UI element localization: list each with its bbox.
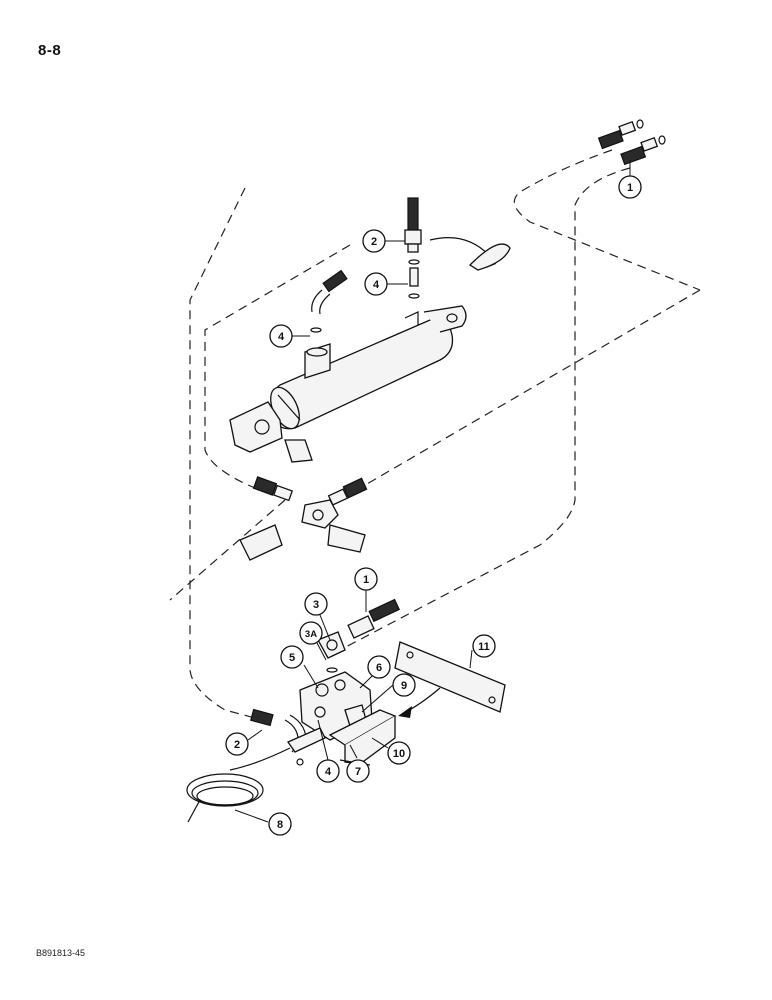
upper-hose-fitting [404,197,422,299]
callout-11: 11 [472,634,496,658]
mounting-plate [394,641,506,713]
callout-8: 8 [268,812,292,836]
svg-text:3A: 3A [305,629,317,640]
svg-text:4: 4 [278,331,285,343]
callout-5: 5 [280,645,304,669]
svg-text:1: 1 [627,182,633,194]
svg-text:9: 9 [401,680,407,692]
svg-text:8: 8 [277,819,283,831]
hose-end-top-right-2 [620,135,666,166]
callout-4-left: 4 [269,324,293,348]
valve-inlet-fittings [317,598,401,673]
callout-3A: 3A [299,621,323,645]
leader-lines [234,160,631,823]
callout-7: 7 [346,759,370,783]
svg-text:4: 4 [325,766,332,778]
elbow-fitting [310,269,348,333]
hose-routing [169,149,701,719]
callout-2-upper: 2 [362,229,386,253]
callout-10: 10 [387,741,411,765]
callout-1-lower: 1 [354,567,378,591]
page-number: 8-8 [38,42,62,59]
svg-text:10: 10 [393,748,405,760]
svg-text:2: 2 [371,236,377,248]
control-cable [186,727,326,823]
svg-text:6: 6 [376,662,382,674]
figure-code: B891813-45 [36,948,86,958]
svg-text:4: 4 [373,279,380,291]
svg-text:7: 7 [355,766,361,778]
svg-text:3: 3 [313,599,319,611]
callout-1-upper: 1 [618,175,642,199]
svg-text:1: 1 [363,574,369,586]
svg-text:2: 2 [234,739,240,751]
callout-4-upper: 4 [364,272,388,296]
svg-text:5: 5 [289,652,295,664]
hose-tag-strap [429,237,511,271]
hydraulic-cylinder [229,305,467,463]
callout-3: 3 [304,592,328,616]
tee-fitting-assembly [239,476,368,561]
hose-end-top-right-1 [597,119,644,150]
plate-arrow-head [398,706,412,718]
svg-text:11: 11 [478,641,490,653]
callout-6: 6 [367,655,391,679]
callout-2-lower: 2 [225,732,249,756]
callout-4-lower: 4 [316,759,340,783]
callout-9: 9 [392,673,416,697]
